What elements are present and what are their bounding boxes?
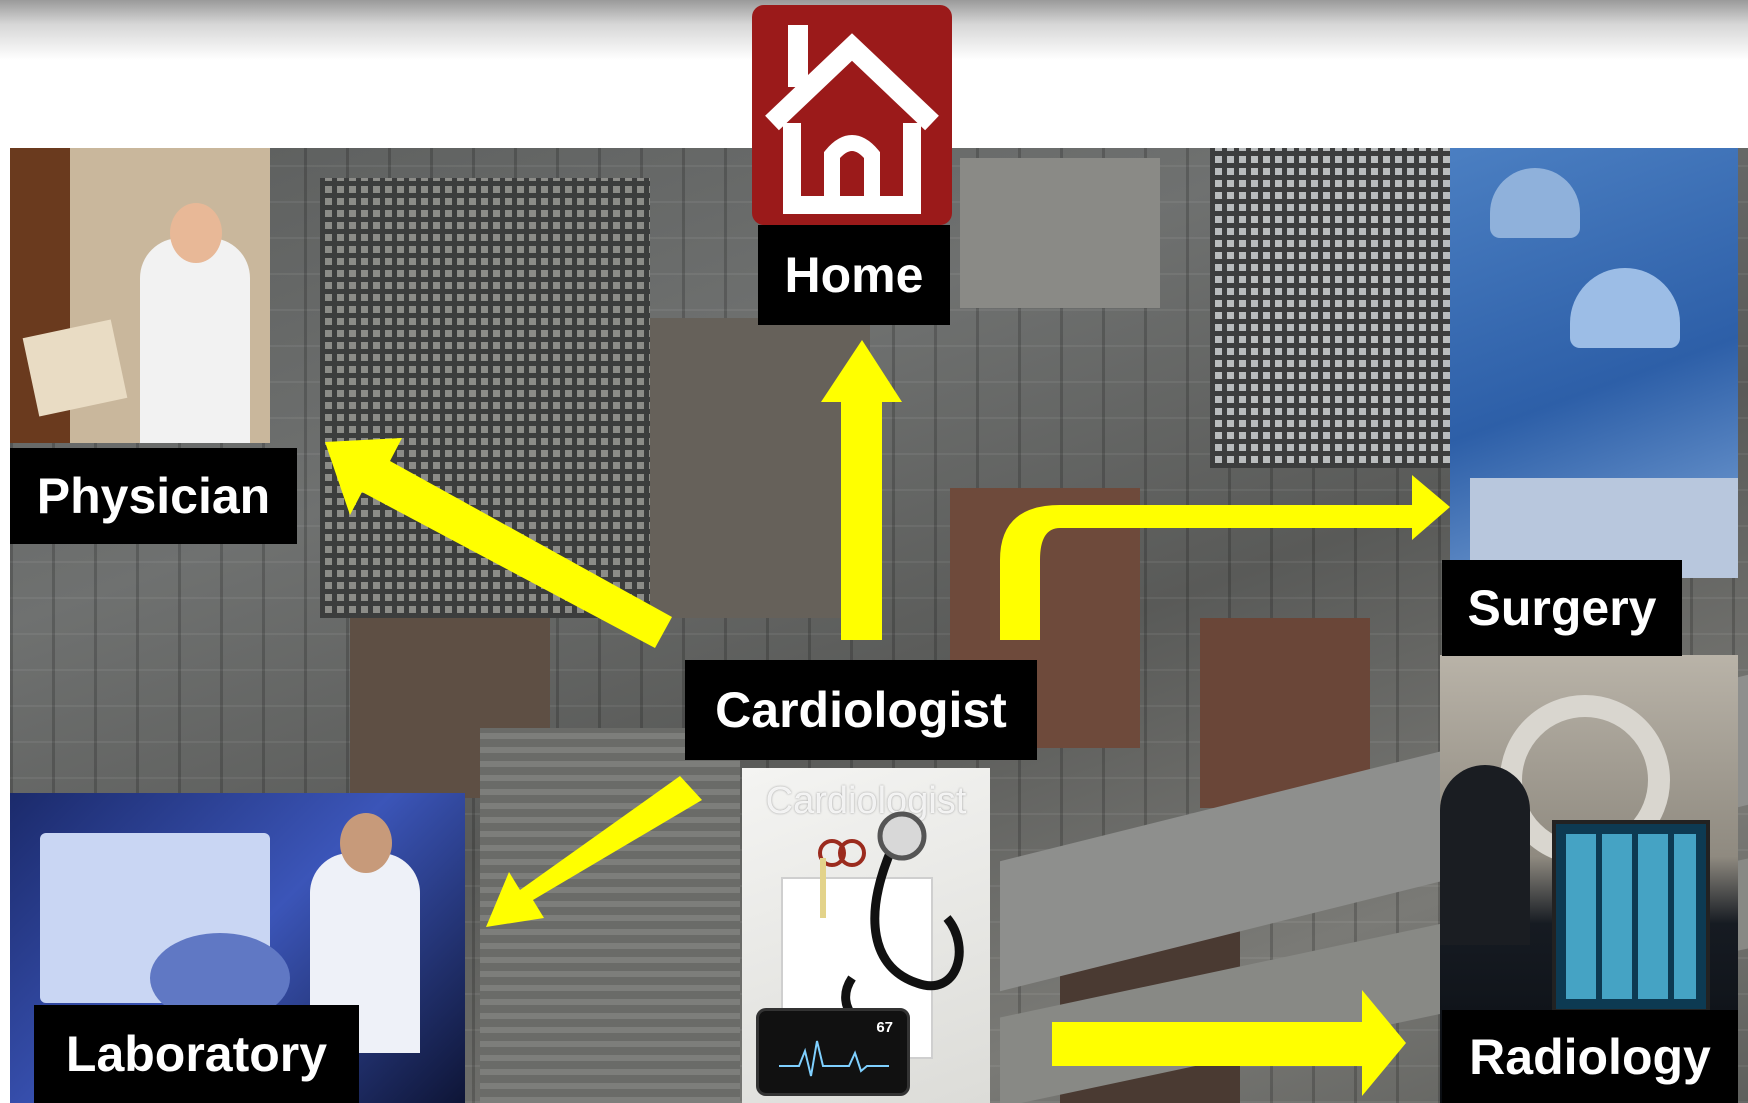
surgeon-cap-2 [1570, 268, 1680, 348]
physician-figure [140, 238, 250, 443]
arrow-to-home [821, 340, 902, 640]
cardiologist-label: Cardiologist [685, 660, 1037, 760]
physician-photo [10, 148, 270, 443]
tower-right [1210, 148, 1470, 468]
physician-head [170, 203, 222, 263]
cardiologist-device-photo: Cardiologist 67 [742, 768, 990, 1103]
arrow-to-radiology [1052, 990, 1406, 1096]
arrow-to-physician [325, 438, 672, 648]
tower-left [320, 178, 650, 618]
technician-head [340, 813, 392, 873]
surgery-label: Surgery [1442, 560, 1682, 656]
arrow-to-laboratory [486, 776, 702, 927]
arrow-to-surgery [1000, 475, 1450, 640]
ecg-trace [779, 1040, 889, 1077]
device-overlay-text: Cardiologist [765, 780, 967, 822]
home-label: Home [758, 225, 950, 325]
scan-images [1566, 834, 1696, 999]
smartphone-icon: 67 [756, 1008, 910, 1096]
surgery-photo [1450, 148, 1738, 578]
physician-label: Physician [10, 448, 297, 544]
heart-rate-value: 67 [876, 1019, 893, 1036]
scan-monitor [1552, 820, 1710, 1013]
house-icon [752, 5, 952, 225]
laboratory-label: Laboratory [34, 1005, 359, 1103]
surgeon-cap [1490, 168, 1580, 238]
building-hall [650, 318, 870, 618]
technician-silhouette [1440, 765, 1530, 945]
radiology-label: Radiology [1442, 1010, 1738, 1103]
building-columns [960, 158, 1160, 308]
